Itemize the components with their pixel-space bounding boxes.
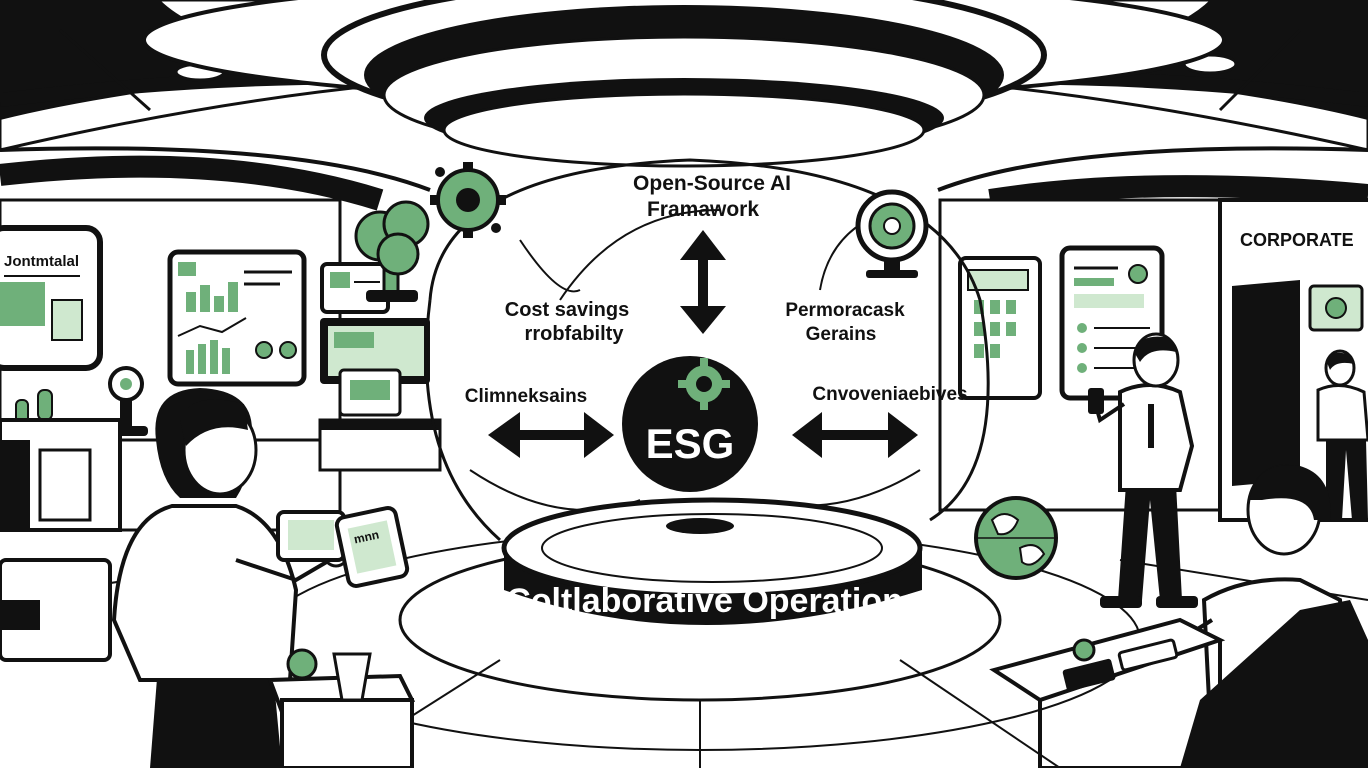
- corporate-sign: CORPORATE: [1240, 230, 1354, 250]
- right-wall-panel: [958, 256, 1042, 400]
- top-label: Open-Source AI Framawork: [633, 172, 791, 221]
- double-arrow-right-icon: [792, 412, 918, 458]
- tablet-screen-label: mnn: [353, 527, 381, 546]
- gear-icon: [678, 358, 730, 410]
- environment-label: Cnvoveniaebives: [812, 384, 967, 405]
- front-desk-left: [267, 648, 416, 768]
- small-screen: [320, 262, 390, 314]
- cost-label: Cost savings rrobfabilty: [505, 299, 629, 345]
- climate-label: Climneksains: [465, 386, 588, 407]
- top-label-line1: Open-Source AI: [633, 172, 791, 195]
- performance-label-line1: Permoracask: [785, 300, 905, 321]
- collaborative-operations-platform: Coltlaborative Operations: [501, 497, 923, 625]
- left-desk: [0, 418, 122, 662]
- globe-icon: [974, 496, 1058, 580]
- top-label-line2: Framawork: [647, 198, 759, 221]
- platform-label: Coltlaborative Operations: [506, 582, 922, 620]
- performance-label-line2: Gerains: [806, 324, 877, 345]
- person-man-seated: [1178, 464, 1368, 768]
- gear-leaf-icon: [430, 162, 506, 238]
- tablet-device: mnn: [276, 506, 410, 588]
- performance-label: Permoracask Gerains: [785, 300, 905, 345]
- tree-icon: [354, 200, 430, 302]
- person-man-background: [1316, 349, 1368, 520]
- esg-label: ESG: [646, 420, 735, 467]
- double-arrow-vertical-icon: [680, 230, 726, 334]
- cost-label-line2: rrobfabilty: [525, 323, 625, 345]
- ceiling-ring-fixture: [142, 0, 1226, 168]
- left-wall-screen: Jontmtalal: [0, 225, 103, 371]
- cost-label-line1: Cost savings: [505, 299, 629, 321]
- console-screen: [320, 318, 430, 384]
- robot-lamp: [104, 366, 148, 436]
- person-man-standing: [1088, 332, 1198, 608]
- dashboard-screen: [167, 249, 307, 387]
- double-arrow-left-icon: [488, 412, 614, 458]
- front-desk-right: [989, 617, 1226, 768]
- award-badge-icon: [855, 189, 929, 278]
- left-screen-label: Jontmtalal: [4, 253, 79, 270]
